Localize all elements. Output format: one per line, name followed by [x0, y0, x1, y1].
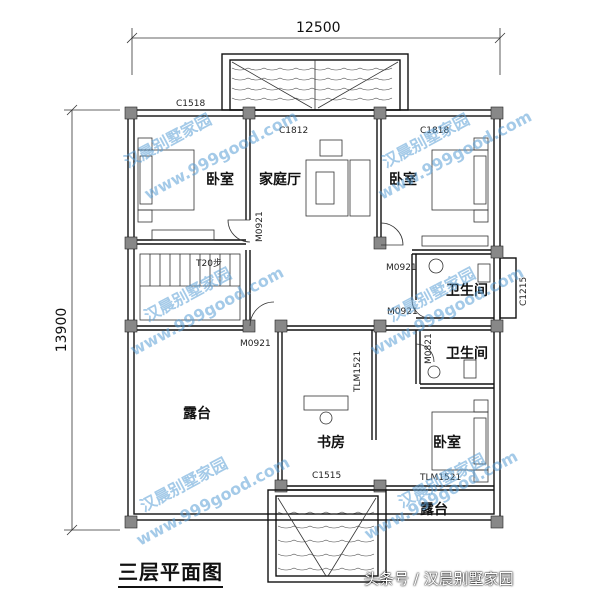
top-balcony [221, 53, 409, 111]
code-tlm1521: TLM1521 [353, 351, 363, 393]
code-m0921-d: M0921 [240, 339, 271, 349]
stairs [139, 253, 241, 321]
room-label-terrace-bottom: 露台 [420, 501, 448, 518]
watermark: 汉晨别墅家园 www.999good.com 汉晨别墅家园 www.999goo… [121, 107, 535, 550]
room-label-bedroom-bottom: 卧室 [433, 434, 461, 451]
code-m0821: M0821 [424, 333, 434, 364]
code-m0921-b: M0921 [386, 263, 417, 273]
dimension-height-label: 13900 [54, 308, 70, 353]
bed-left [137, 137, 195, 223]
code-stair: T20步 [195, 258, 222, 269]
wardrobe-left [151, 229, 215, 241]
room-label-study: 书房 [317, 434, 345, 451]
room-label-terrace-left: 露台 [183, 405, 211, 422]
structural-columns [124, 106, 504, 529]
wardrobe-right [421, 235, 489, 247]
room-label-bathroom-2: 卫生间 [446, 345, 488, 362]
exterior-walls [127, 109, 517, 521]
code-m0921-a: M0921 [255, 211, 265, 242]
desk [303, 395, 349, 425]
watermark-url-1: www.999good.com [141, 107, 301, 204]
room-label-bedroom-right: 卧室 [389, 171, 417, 188]
bathroom-fixtures [427, 258, 491, 379]
footer-credit: 头条号 / 汉晨别墅家园 [364, 570, 514, 588]
room-label-family-hall: 家庭厅 [259, 171, 301, 188]
code-c1518: C1518 [176, 99, 205, 109]
room-label-bathroom-1: 卫生间 [446, 282, 488, 299]
door-swings [227, 219, 435, 363]
dimension-left [64, 104, 120, 536]
dimension-width-label: 12500 [296, 20, 341, 36]
code-c1812: C1812 [279, 126, 308, 136]
bed-bottom [431, 399, 489, 483]
bottom-balcony [267, 489, 387, 583]
code-c1215: C1215 [519, 277, 529, 306]
watermark-url-6: www.999good.com [361, 447, 521, 544]
room-label-bedroom-left: 卧室 [206, 171, 234, 188]
code-c1818: C1818 [420, 126, 449, 136]
code-m0921-c: M0921 [387, 307, 418, 317]
sofa-set [305, 139, 371, 217]
code-c1515: C1515 [312, 471, 341, 481]
dimension-top [126, 28, 506, 75]
plan-title: 三层平面图 [118, 556, 223, 588]
code-tlm1521-b: TLM1521 [419, 473, 461, 483]
bed-right [431, 137, 489, 223]
